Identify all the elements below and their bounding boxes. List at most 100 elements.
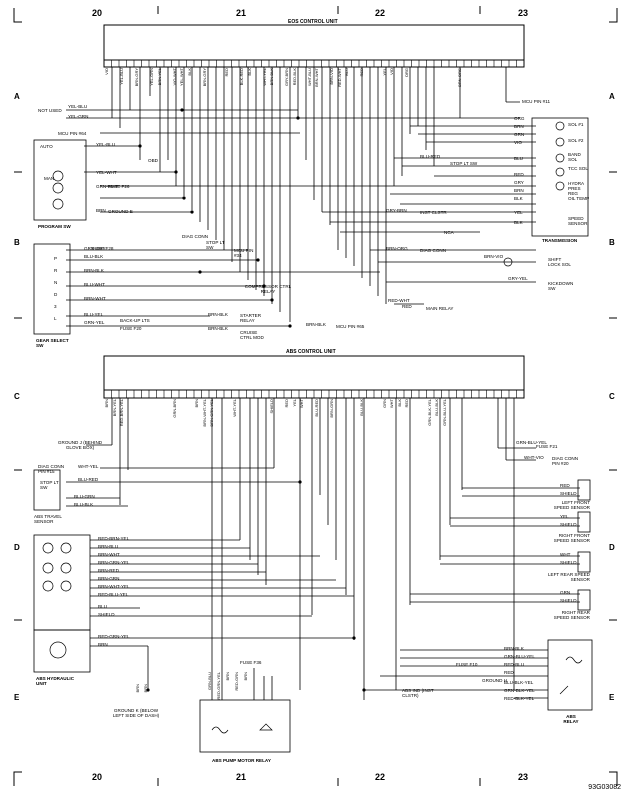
transmission-wire: BRN	[514, 188, 524, 193]
diag-conn-left-label: DIAG CONN	[182, 234, 209, 239]
cruise-ctrl-label: CRUISE CTRL MOD	[240, 330, 264, 340]
left-wire: GRN-YEL	[84, 320, 105, 325]
hydraulic-wire: BRN-RED	[98, 568, 119, 573]
eos-pin-wire: BRN-VIO	[329, 68, 334, 85]
transmission-wire: ORG	[514, 116, 525, 121]
man-label: MAN	[44, 176, 55, 181]
abs-pin-wire: BRN-WHT-YEL	[201, 399, 207, 427]
gear-select-sw-label: GEAR SELECT SW	[36, 338, 69, 348]
not-used-label: NOT USED	[38, 108, 62, 113]
transmission-wire: BLU	[514, 156, 523, 161]
eos-pin-wire: ORG	[404, 68, 409, 78]
transmission-wire: BLK	[514, 196, 523, 201]
hydraulic-wire: BRN-GRN-YEL	[98, 560, 130, 565]
sensor-wire: YEL	[560, 514, 569, 519]
gear-letter: N	[54, 280, 58, 285]
misc-wire: BRN-VIO	[484, 254, 504, 259]
eos-pin-wire: RED	[359, 68, 364, 77]
diag-conn-15-label: DIAG CONN PIN #15	[38, 464, 65, 474]
eos-pin-wire: BLK	[246, 68, 252, 76]
left-wire: BRN	[96, 208, 106, 213]
column-20-top: 20	[92, 8, 103, 18]
hydraulic-wire: BLU	[98, 604, 107, 609]
transmission-item: HYDRA PRES REG	[568, 181, 584, 196]
misc-wire: BLU-RED	[420, 154, 441, 159]
abs-pin-wire: BLU-BLK	[359, 399, 364, 416]
wht-yel-label: WHT-YEL	[78, 464, 99, 469]
row-c-left: C	[14, 392, 20, 401]
fuse-f21-label: FUSE F21	[536, 444, 558, 449]
ground-e-label: GROUND E	[108, 209, 133, 214]
hydraulic-wire: BRN	[98, 642, 108, 647]
abs-pin-wire: BLU-BLK	[434, 399, 439, 416]
eos-pin-wire: YEL-BLU	[119, 68, 124, 85]
eos-pin-wire: VIO	[104, 68, 109, 75]
row-d-right: D	[609, 543, 615, 552]
pump-wire: BRN	[225, 672, 230, 681]
row-e-left: E	[14, 693, 20, 702]
fuse-f28-label: FUSE F28	[92, 246, 114, 251]
diag-conn-right-label: DIAG CONN	[420, 248, 447, 253]
transmission-wire: BLK	[514, 220, 523, 225]
diag-conn-20-label: DIAG CONN PIN #20	[552, 456, 579, 466]
row-b-right: B	[609, 238, 615, 247]
column-23-bottom: 23	[518, 772, 529, 782]
sensor-wire: WHT	[560, 552, 571, 557]
pump-wire: RED-GRN-YEL	[216, 672, 221, 700]
abs-pin-wire: WHT	[389, 399, 394, 409]
row-c-right: C	[609, 392, 615, 401]
program-sw-label: PROGRAM SW	[38, 224, 71, 229]
transmission-wire: GRY	[514, 180, 524, 185]
misc-wire: BRN-BLK	[208, 312, 228, 317]
transmission-item: SOL #1	[568, 122, 584, 127]
abs-pin-wire: BRN	[104, 399, 109, 408]
blu-grn-label: BLU-GRN	[74, 494, 95, 499]
eos-pin-wire: VIO-WHT	[171, 68, 177, 86]
abs-pin-wire: BRN-GRN-YEL	[209, 399, 214, 427]
eos-pin-wire: BRN-GRY	[201, 68, 207, 87]
sensor-wire: RED	[560, 483, 570, 488]
nca-label: NCA	[444, 230, 454, 235]
transmission-label: TRANSMISSION	[542, 238, 578, 243]
eos-pin-wire: VIO	[389, 68, 394, 75]
transmission-item: SPEED SENSOR	[568, 216, 588, 226]
left-wire: GRN-GRY	[84, 246, 106, 251]
eos-pin-wire: RED-WHT	[336, 68, 342, 87]
abs-pin-wire: RED	[404, 399, 409, 408]
abs-pin-wire: YEL	[291, 399, 297, 407]
hydraulic-wire: BRN-WHT-YEL	[98, 584, 130, 589]
relay-wire: BRN-BLK	[504, 646, 524, 651]
gear-letter: R	[54, 268, 58, 273]
inst-clstr-label: INST CLSTR	[420, 210, 447, 215]
misc-wire: RED	[402, 304, 412, 309]
abs-pin-wire: GRN-BRN	[171, 399, 177, 418]
speed-sensor-label: LEFT FRONT SPEED SENSOR	[553, 500, 590, 510]
brn-wire-1-label: BRN	[135, 684, 140, 693]
pump-wire: GRN-BLU	[207, 672, 212, 691]
fuse-f26-label: FUSE F26	[108, 184, 130, 189]
abs-pin-wire: RED-BRN-YEL	[119, 399, 124, 427]
sensor-wire: GRN	[560, 590, 571, 595]
eos-pin-wire: WHT-YEL	[261, 68, 267, 86]
stop-lt-sw-label: STOP LT SW	[206, 240, 225, 250]
hydraulic-wire: BRN-WHT	[98, 552, 120, 557]
row-b-left: B	[14, 238, 20, 247]
backup-lts-label: BACK-UP LTS	[120, 318, 150, 323]
transmission-wire: VIO	[514, 140, 522, 145]
eos-pin-wire: BLK-RED	[239, 68, 244, 86]
eos-title: EOS CONTROL UNIT	[288, 19, 338, 25]
column-22-bottom: 22	[375, 772, 386, 782]
figure-reference-code: 93G03082	[588, 784, 621, 791]
sensor-wire: SHIELD	[560, 598, 577, 603]
pump-relay-label: ABS PUMP MOTOR RELAY	[212, 758, 271, 763]
hydraulic-wire: RED-BRN-YEL	[98, 536, 130, 541]
blu-red-label: BLU-RED	[78, 477, 99, 482]
blu-blk-label: BLU-BLK	[74, 502, 94, 507]
transmission-item: SOL #2	[568, 138, 584, 143]
column-21-top: 21	[236, 8, 247, 18]
eos-pin-wire: RED	[224, 68, 229, 77]
ground-h-label: GROUND H	[482, 678, 508, 683]
left-wire: GRN-WHT	[96, 184, 119, 189]
gear-letter: L	[54, 316, 57, 321]
